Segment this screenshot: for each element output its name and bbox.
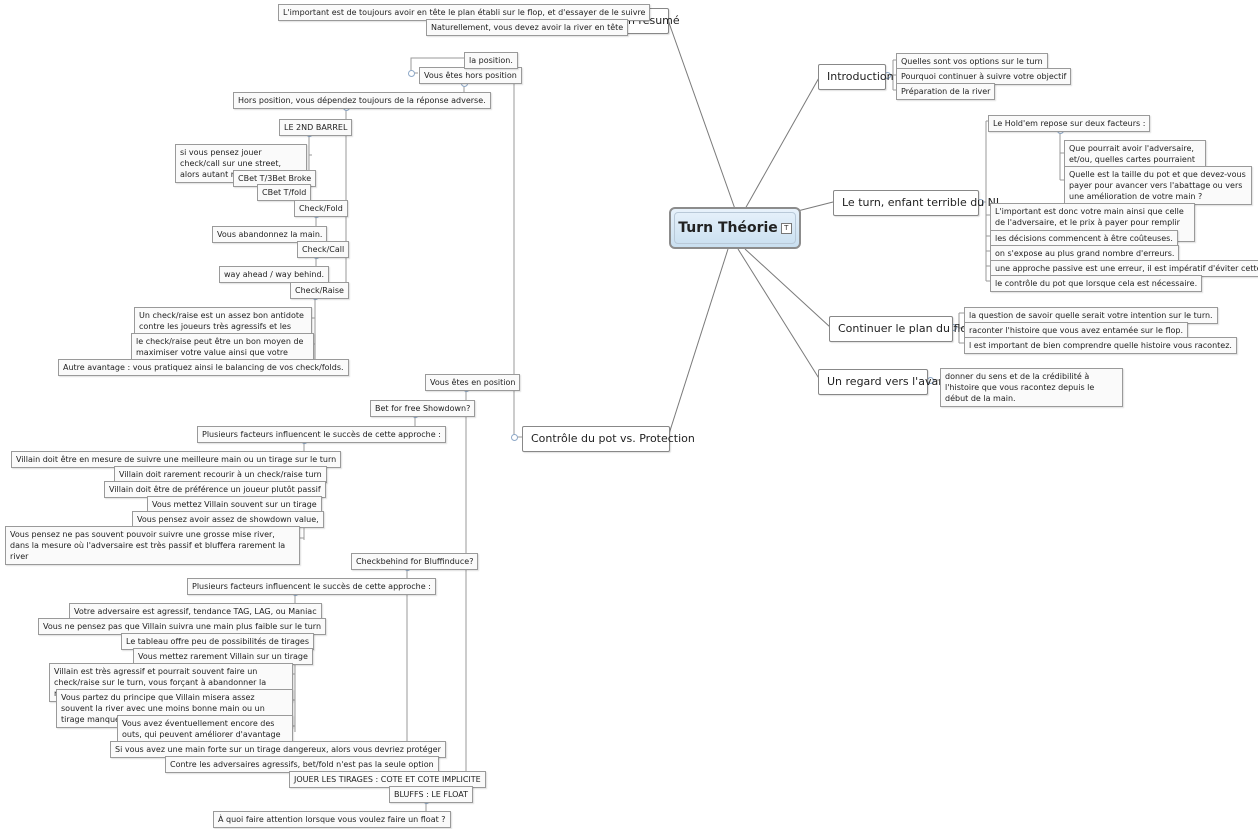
abandon-main[interactable]: Vous abandonnez la main. (212, 226, 328, 243)
central-topic-title: Turn Théorie (678, 220, 778, 236)
second-barrel[interactable]: LE 2ND BARREL (279, 119, 353, 136)
nl-item[interactable]: le contrôle du pot que lorsque cela est … (990, 275, 1203, 292)
topic-turn-nl[interactable]: Le turn, enfant terrible du NL (833, 190, 1002, 216)
en-position[interactable]: Vous êtes en position (425, 374, 521, 391)
check-raise[interactable]: Check/Raise (290, 282, 349, 299)
topic-continuer-flop[interactable]: Continuer le plan du flop (829, 316, 974, 342)
topic-controle-pot[interactable]: Contrôle du pot vs. Protection (522, 426, 695, 452)
nl-question[interactable]: Quelle est la taille du pot et que devez… (1064, 166, 1252, 205)
facteurs-approche-2[interactable]: Plusieurs facteurs influencent le succès… (187, 578, 436, 595)
topic-introduction[interactable]: Introduction (818, 64, 894, 90)
central-topic-inner: Turn Théorie T (674, 212, 796, 244)
checkbehind-bluff[interactable]: Checkbehind for Bluffinduce? (351, 553, 479, 570)
way-ahead[interactable]: way ahead / way behind. (219, 266, 330, 283)
jouer-tirages[interactable]: JOUER LES TIRAGES : COTE ET COTE IMPLICI… (289, 771, 486, 788)
float-attention[interactable]: À quoi faire attention lorsque vous voul… (213, 811, 451, 828)
topic-regard-avant[interactable]: Un regard vers l'avant (818, 369, 949, 395)
intro-item[interactable]: Préparation de la river (896, 83, 996, 100)
check-fold[interactable]: Check/Fold (294, 200, 348, 217)
central-topic[interactable]: Turn Théorie T (669, 207, 801, 249)
hors-position[interactable]: Vous êtes hors position (419, 67, 522, 84)
flop-item[interactable]: l est important de bien comprendre quell… (964, 337, 1237, 354)
expand-knob[interactable] (511, 434, 518, 441)
facteur-item[interactable]: Vous pensez ne pas souvent pouvoir suivr… (5, 526, 300, 565)
cbet-fold[interactable]: CBet T/fold (257, 184, 312, 201)
check-raise-item[interactable]: Autre avantage : vous pratiquez ainsi le… (58, 359, 349, 376)
bet-free-showdown[interactable]: Bet for free Showdown? (370, 400, 476, 417)
depend-reponse[interactable]: Hors position, vous dépendez toujours de… (233, 92, 491, 109)
resume-item[interactable]: Naturellement, vous devez avoir la river… (426, 19, 629, 36)
facteurs-approche-1[interactable]: Plusieurs facteurs influencent le succès… (197, 426, 446, 443)
expand-knob[interactable] (408, 70, 415, 77)
check-call[interactable]: Check/Call (297, 241, 350, 258)
avant-item[interactable]: donner du sens et de la crédibilité à l'… (940, 368, 1123, 407)
note-icon[interactable]: T (780, 222, 792, 234)
bluffs-float[interactable]: BLUFFS : LE FLOAT (389, 786, 474, 803)
nl-factors[interactable]: Le Hold'em repose sur deux facteurs : (988, 115, 1151, 132)
la-position[interactable]: la position. (464, 52, 518, 69)
